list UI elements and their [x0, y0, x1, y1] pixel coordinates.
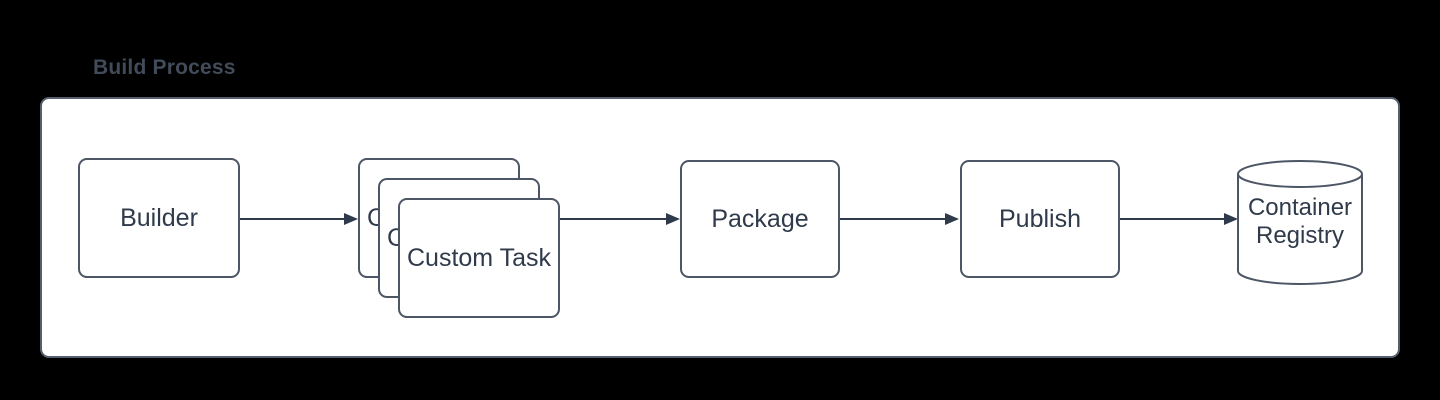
cylinder-shape: [1237, 160, 1363, 285]
arrow-package-to-publish: [840, 213, 959, 225]
node-builder: Builder: [78, 158, 240, 278]
node-container-registry-label: Container Registry: [1247, 194, 1353, 249]
arrow-builder-to-custom-task: [240, 213, 358, 225]
node-publish: Publish: [960, 160, 1120, 278]
node-publish-label: Publish: [999, 204, 1081, 233]
arrow-publish-to-registry: [1120, 213, 1238, 225]
node-custom-task: Custom Task: [398, 198, 560, 318]
node-builder-label: Builder: [120, 203, 198, 232]
node-container-registry: Container Registry: [1238, 194, 1362, 250]
node-package-label: Package: [711, 204, 809, 233]
node-package: Package: [680, 160, 840, 278]
node-custom-task-label: Custom Task: [406, 243, 552, 272]
arrow-custom-task-to-package: [560, 213, 680, 225]
diagram-title: Build Process: [93, 56, 236, 79]
